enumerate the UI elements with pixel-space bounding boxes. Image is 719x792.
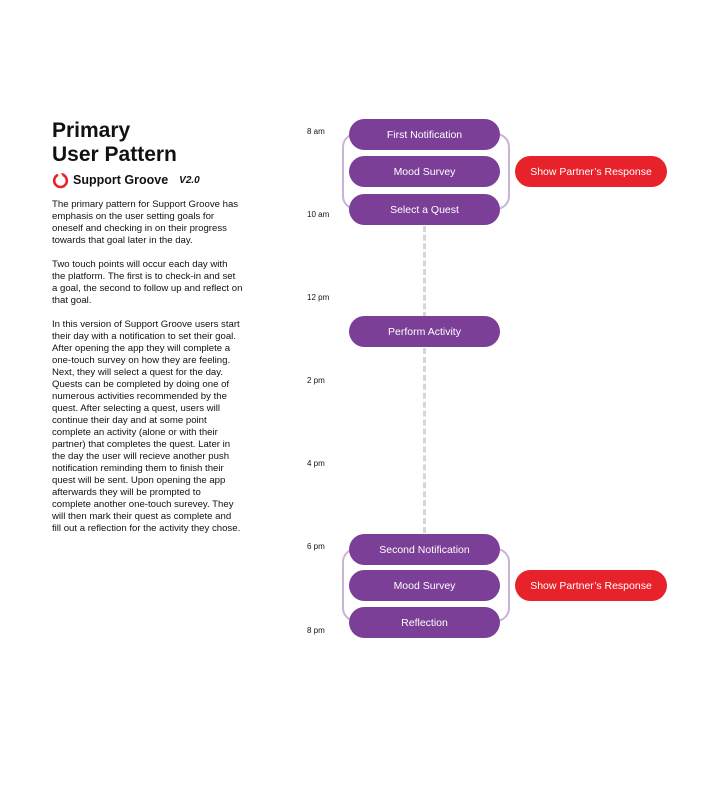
brand: Support Groove V2.0	[52, 171, 200, 189]
step-perform-activity: Perform Activity	[349, 316, 500, 347]
show-partner-response-button[interactable]: Show Partner’s Response	[515, 156, 667, 187]
description-paragraph-2: Two touch points will occur each day wit…	[52, 259, 243, 306]
step-second-notification: Second Notification	[349, 534, 500, 565]
step-first-notification: First Notification	[349, 119, 500, 150]
time-label: 6 pm	[307, 542, 325, 551]
show-partner-response-button[interactable]: Show Partner’s Response	[515, 570, 667, 601]
time-label: 12 pm	[307, 293, 330, 302]
timeline-connector	[423, 226, 426, 318]
step-mood-survey: Mood Survey	[349, 570, 500, 601]
step-mood-survey: Mood Survey	[349, 156, 500, 187]
version-label: V2.0	[179, 174, 200, 186]
step-reflection: Reflection	[349, 607, 500, 638]
description-paragraph-1: The primary pattern for Support Groove h…	[52, 199, 239, 246]
time-label: 8 am	[307, 127, 325, 136]
title-line-1: Primary	[52, 119, 131, 142]
timeline-connector	[423, 348, 426, 533]
step-select-quest: Select a Quest	[349, 194, 500, 225]
time-label: 10 am	[307, 210, 330, 219]
time-label: 4 pm	[307, 459, 325, 468]
description-paragraph-3: In this version of Support Groove users …	[52, 319, 241, 534]
time-label: 8 pm	[307, 626, 325, 635]
support-groove-logo-icon	[52, 172, 69, 189]
time-label: 2 pm	[307, 376, 325, 385]
page-title: Primary User Pattern	[52, 119, 177, 167]
brand-name: Support Groove	[73, 173, 169, 187]
title-line-2: User Pattern	[52, 143, 177, 166]
